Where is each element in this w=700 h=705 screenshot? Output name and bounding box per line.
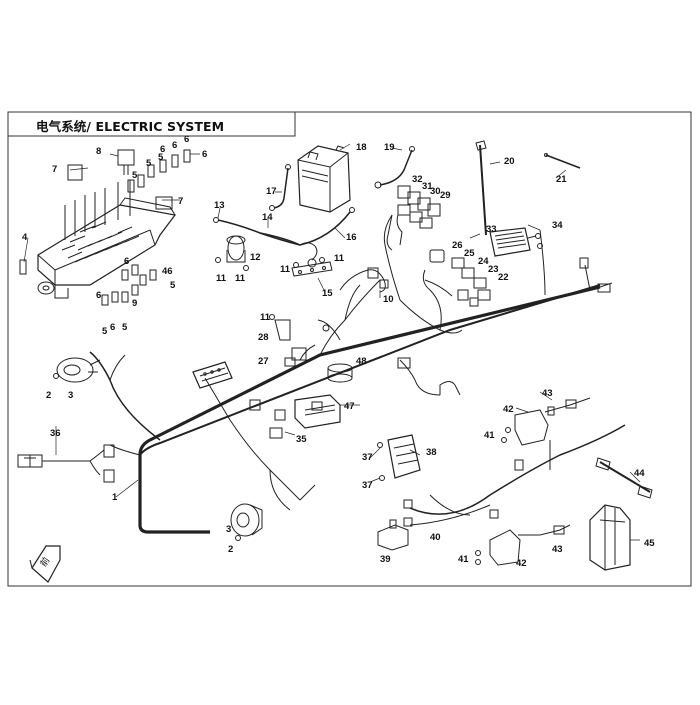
callout-c27: 27 (258, 356, 269, 367)
title-box-border (8, 112, 296, 137)
callout-c3a: 3 (68, 390, 73, 401)
callout-c6d: 6 (202, 149, 207, 160)
callout-c36: 36 (50, 428, 61, 439)
callout-c44: 44 (634, 468, 645, 479)
strap-and-tie (475, 140, 581, 236)
callout-c18: 18 (356, 142, 367, 153)
holder-45 (589, 504, 631, 571)
ecu-module (249, 314, 353, 439)
callout-c40: 40 (430, 532, 441, 543)
callout-c26: 26 (452, 240, 463, 251)
front-arrow-icon (29, 545, 61, 583)
callout-c5b: 5 (158, 152, 164, 163)
callout-c28: 28 (258, 332, 269, 343)
horn-lower (230, 503, 263, 541)
callout-c11c: 11 (280, 264, 291, 275)
callout-c9: 9 (132, 298, 137, 309)
sensor-upper (501, 397, 591, 446)
callout-c20: 20 (504, 156, 515, 167)
callout-c7b: 7 (178, 196, 183, 207)
callout-c29: 29 (440, 190, 451, 201)
battery (297, 145, 351, 213)
callout-c31: 31 (422, 181, 433, 192)
callout-c30: 30 (430, 186, 441, 197)
callout-c19: 19 (384, 142, 395, 153)
callout-c15: 15 (322, 288, 333, 299)
callout-c11d: 11 (334, 253, 345, 264)
callout-c11e: 11 (260, 312, 271, 323)
callout-c24: 24 (478, 256, 489, 267)
callout-c16: 16 (346, 232, 357, 243)
callout-c6c: 6 (184, 134, 189, 145)
callout-c14: 14 (262, 212, 273, 223)
callout-c5e: 5 (122, 322, 128, 333)
callout-c41b: 41 (458, 554, 469, 565)
callout-c42b: 42 (516, 558, 527, 569)
callout-c3b: 3 (226, 524, 231, 535)
callout-c46: 46 (162, 266, 173, 277)
switch-36 (17, 444, 115, 483)
harness-40 (403, 424, 626, 527)
page-title: 电气系统/ ELECTRIC SYSTEM (36, 119, 225, 134)
connector-39 (377, 519, 409, 551)
callout-c1: 1 (112, 492, 118, 503)
callout-c11a: 11 (216, 273, 227, 284)
callout-c25: 25 (464, 248, 475, 259)
main-wire-harness (89, 214, 613, 534)
callout-c6b: 6 (172, 140, 177, 151)
regulator (489, 227, 611, 293)
callout-c4: 4 (22, 232, 28, 243)
callout-c6a: 6 (160, 144, 165, 155)
callout-c17: 17 (266, 186, 277, 197)
callout-c8: 8 (96, 146, 101, 157)
controller-38 (377, 434, 421, 481)
callout-c2b: 2 (228, 544, 233, 555)
callout-c11b: 11 (235, 273, 246, 284)
callout-c32: 32 (412, 174, 423, 185)
callout-c5d: 5 (102, 326, 108, 337)
connector-cluster (424, 249, 491, 307)
callout-c6e: 6 (96, 290, 101, 301)
callout-c34: 34 (552, 220, 563, 231)
cables-top (213, 146, 415, 277)
connector-10 (339, 267, 411, 369)
callout-c6g: 6 (124, 256, 129, 267)
callout-c41a: 41 (484, 430, 495, 441)
callout-c2a: 2 (46, 390, 51, 401)
callout-c12: 12 (250, 252, 261, 263)
callout-c45: 45 (644, 538, 655, 549)
callout-c33: 33 (486, 224, 497, 235)
callout-c42a: 42 (503, 404, 514, 415)
callout-c5a: 5 (146, 158, 152, 169)
callout-c43b: 43 (552, 544, 563, 555)
callout-c10: 10 (383, 294, 394, 305)
callout-c13: 13 (214, 200, 225, 211)
callout-c37a: 37 (362, 452, 373, 463)
callout-c48: 48 (356, 356, 367, 367)
junction-box (192, 361, 233, 389)
callout-c5f: 5 (170, 280, 176, 291)
bracket-44 (595, 457, 653, 499)
sensor-lower (475, 524, 571, 566)
callout-c38: 38 (426, 447, 437, 458)
callout-c39: 39 (380, 554, 391, 565)
callout-c37b: 37 (362, 480, 373, 491)
callout-c35: 35 (296, 434, 307, 445)
callout-c23: 23 (488, 264, 499, 275)
callout-c22: 22 (498, 272, 509, 283)
outer-border (7, 111, 692, 587)
callout-c43a: 43 (542, 388, 553, 399)
fuse-box (19, 149, 191, 306)
horn-upper (53, 357, 101, 383)
relay-cluster (386, 185, 441, 251)
callout-c5c: 5 (132, 170, 138, 181)
leader-lines (23, 143, 641, 541)
callout-c47: 47 (344, 401, 355, 412)
callout-c6f: 6 (110, 322, 115, 333)
callout-c21: 21 (556, 174, 567, 185)
callout-c7a: 7 (52, 164, 57, 175)
